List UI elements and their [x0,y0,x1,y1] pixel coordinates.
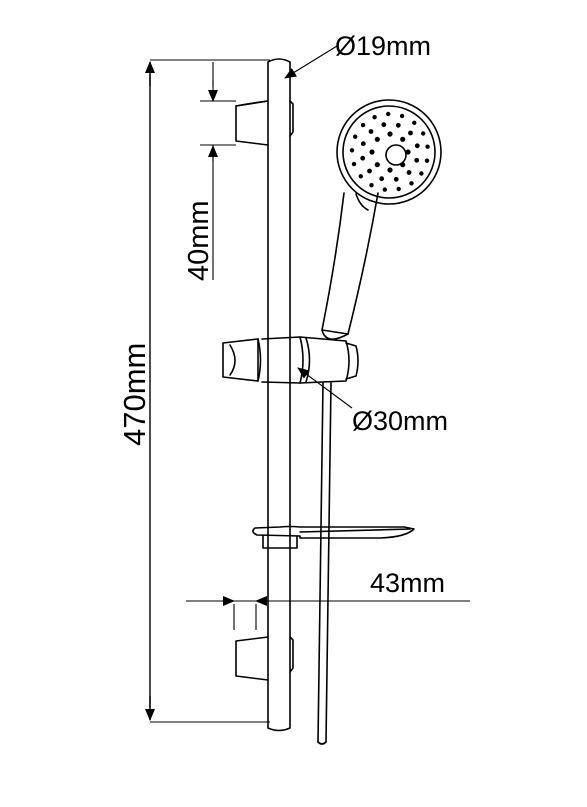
wall-clearance-dimension-line [186,596,470,630]
nozzle-dot [400,136,406,142]
wall-clearance-label: 43mm [370,568,445,598]
nozzle-dot [358,174,363,179]
bracket-offset-dimension-line [200,62,236,280]
rail-diameter-leader [284,45,338,79]
nozzle-dot [405,149,411,155]
nozzle-dot [406,170,412,175]
nozzle-dot [349,148,355,153]
nozzle-dot [414,157,420,163]
nozzle-dot [353,134,358,139]
bottom-wall-bracket [235,636,294,681]
shower-rail [267,58,291,732]
nozzle-dot [386,111,391,117]
nozzle-dot [387,131,393,137]
nozzle-dot [369,149,375,155]
slider-diameter-label: Ø30mm [352,406,448,436]
nozzle-dot [425,144,430,149]
top-wall-bracket [235,100,294,146]
nozzle-dot [360,155,366,161]
nozzle-dot [393,176,399,182]
bracket-offset-label: 40mm [183,200,215,281]
shower-hose [317,382,332,745]
nozzle-dot [408,130,413,136]
nozzle-dot [421,131,426,136]
nozzle-dot [372,115,377,120]
nozzle-dot [409,181,414,186]
nozzle-dot [367,168,372,174]
overall-height-label: 470mm [117,343,152,446]
nozzle-dot [374,162,380,168]
spray-nozzles [349,111,430,192]
nozzle-dot [419,171,424,176]
nozzle-dot [424,158,430,163]
handset-handle [321,192,379,340]
nozzle-dot [399,113,405,119]
nozzle-dot [395,122,401,128]
soap-dish [252,525,415,549]
nozzle-dot [369,183,374,188]
nozzle-dot [379,176,385,182]
slider-holder [222,336,359,384]
nozzle-dot [412,120,417,126]
nozzle-dot [351,161,357,167]
nozzle-dot [382,187,387,192]
handset-head [336,99,442,205]
nozzle-dot [360,141,366,147]
nozzle-dot [381,122,387,128]
nozzle-dot [387,167,393,173]
nozzle-dot [414,143,420,149]
nozzle-dot [396,186,401,192]
slider-diameter-leader [297,367,353,409]
nozzle-dot [360,122,366,128]
nozzle-dot [368,129,374,134]
nozzle-dot [400,162,406,168]
overall-height-dimension-line [145,59,270,723]
rail-diameter-label: Ø19mm [335,31,431,61]
nozzle-dot [374,136,380,142]
